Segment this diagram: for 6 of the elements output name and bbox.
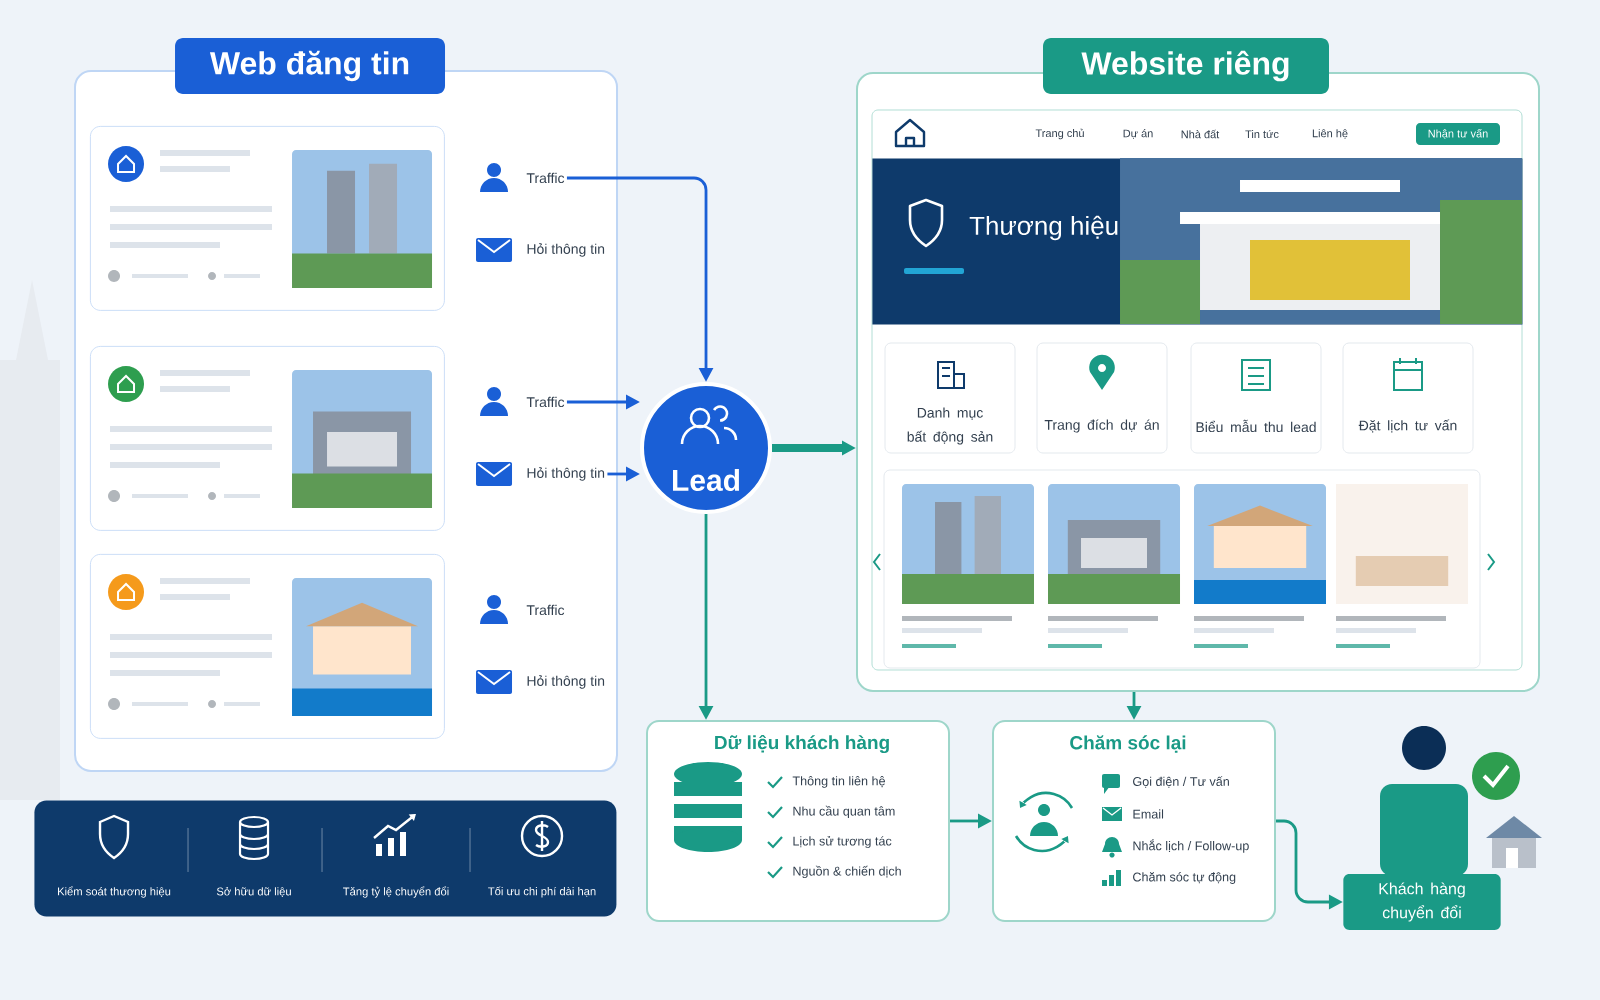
listing-card — [90, 554, 445, 739]
customer-badge: Khách hàng chuyển đổi — [1343, 874, 1501, 930]
listing-card — [90, 346, 445, 531]
listing-card — [90, 126, 445, 311]
node-label: Khách hàng chuyển đổi — [1379, 882, 1465, 922]
hero-banner: Thương hiệu — [872, 158, 1523, 325]
